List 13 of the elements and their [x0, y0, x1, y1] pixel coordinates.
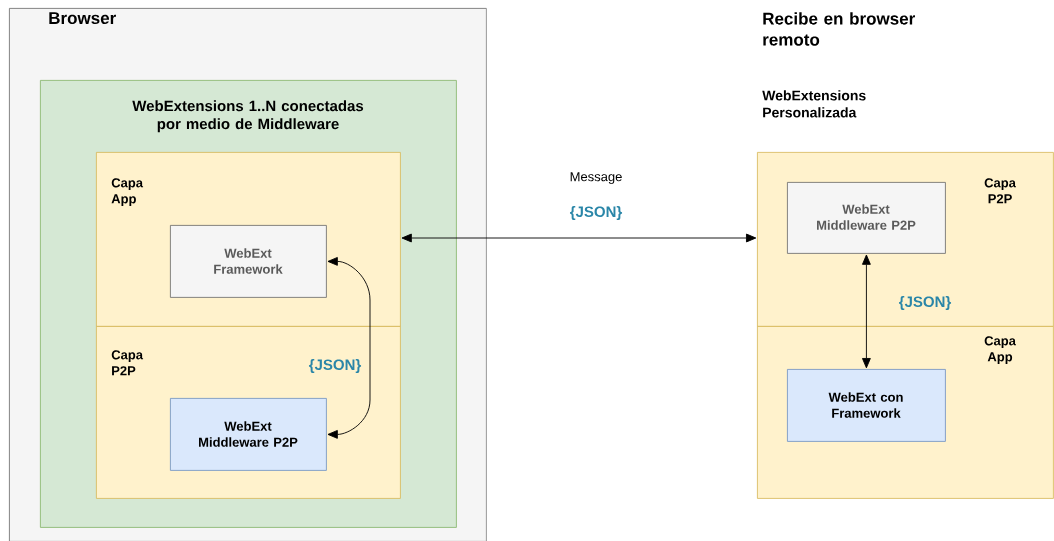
component-box: WebExt con Framework: [787, 369, 946, 442]
json-label: {JSON}: [570, 206, 623, 220]
component-box: WebExt Middleware P2P: [787, 182, 946, 254]
json-label: {JSON}: [309, 359, 362, 373]
component-box: WebExt Framework: [170, 225, 327, 298]
json-label: {JSON}: [899, 296, 952, 310]
arrow: [401, 233, 757, 243]
arrow: [862, 254, 871, 369]
heading: WebExtensions Personalizada: [762, 90, 866, 118]
arrow: [327, 257, 371, 439]
heading: Recibe en browser remoto: [763, 12, 915, 46]
component-box: WebExt Middleware P2P: [170, 398, 327, 471]
edge-label: Message: [568, 171, 624, 185]
